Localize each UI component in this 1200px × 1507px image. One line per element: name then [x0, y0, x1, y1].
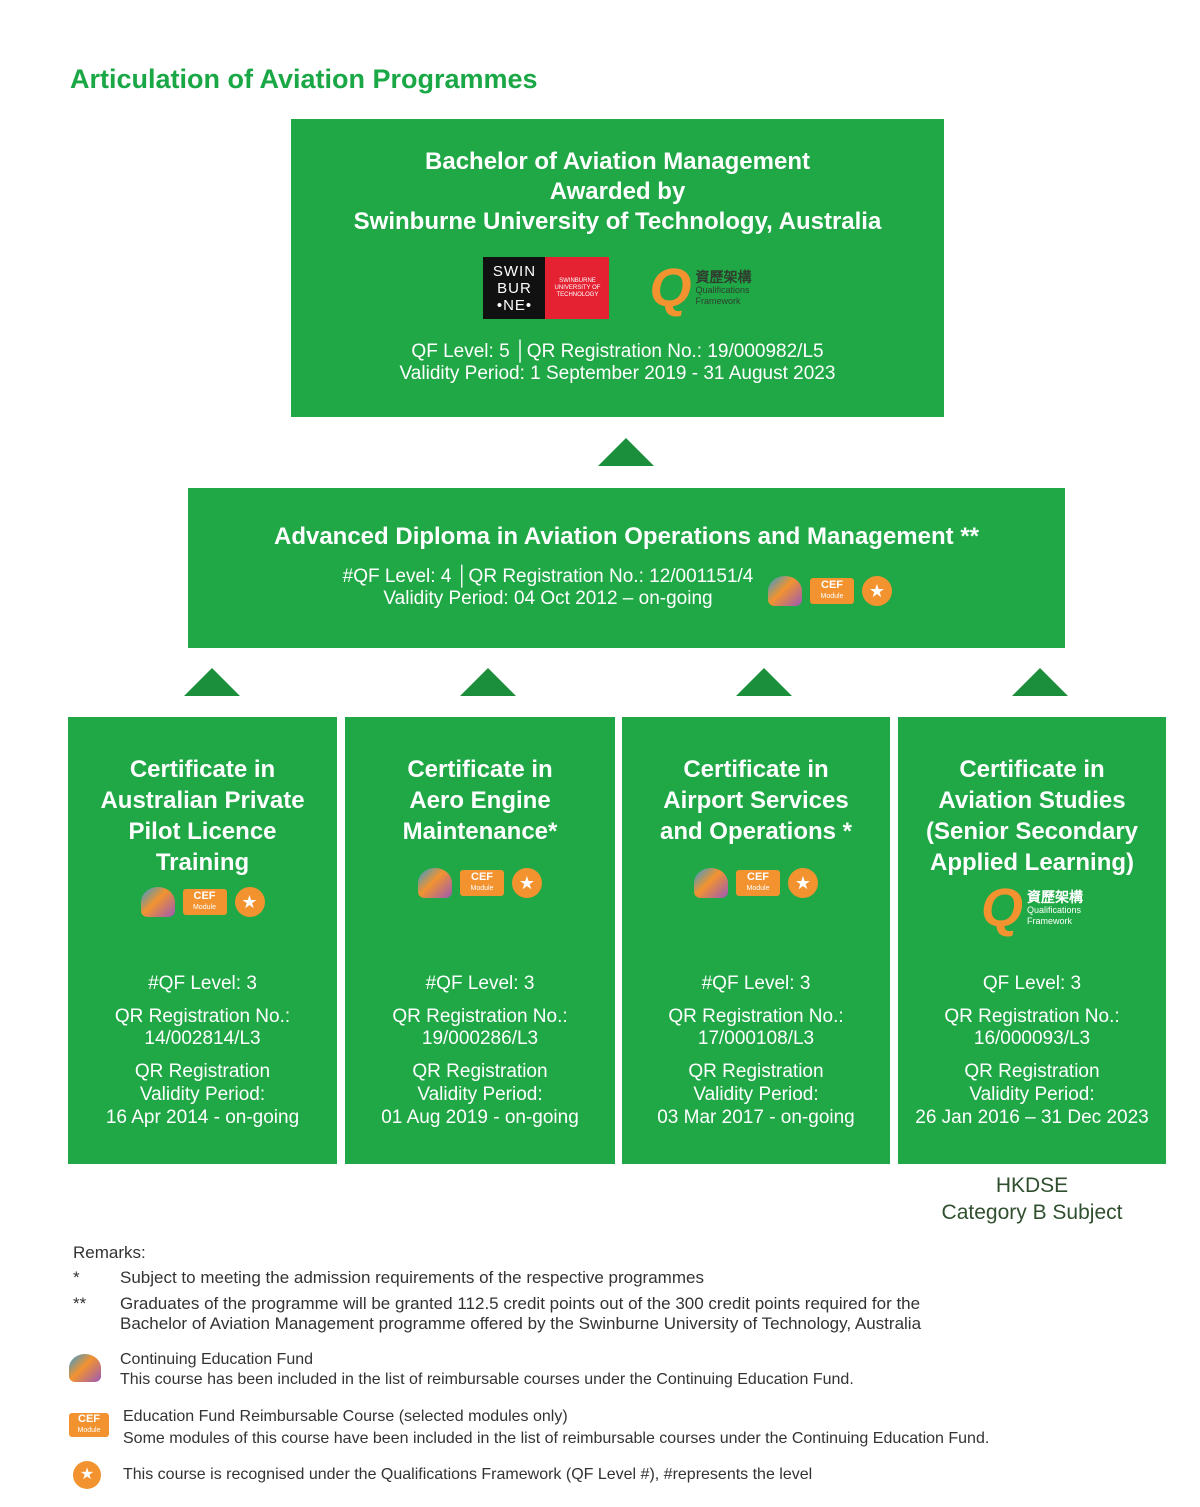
cert-reg-no: 16/000093/L3: [973, 1028, 1091, 1049]
certificate-box-airport: Certificate in Airport Services and Oper…: [622, 717, 890, 1164]
qf-star-icon: ★: [73, 1461, 101, 1489]
bachelor-box: Bachelor of Aviation Management Awarded …: [291, 119, 944, 417]
cert-qf-level: #QF Level: 3: [425, 973, 535, 994]
arrow-up-icon: [1012, 668, 1068, 696]
bachelor-logos: SWIN BUR •NE• SWINBURNE UNIVERSITY OF TE…: [291, 255, 944, 321]
bachelor-validity: Validity Period: 1 September 2019 - 31 A…: [399, 363, 836, 384]
diploma-title: Advanced Diploma in Aviation Operations …: [273, 523, 979, 550]
cert-reg-label: QR Registration No.:: [392, 1006, 568, 1027]
diploma-qf-line: #QF Level: 4 │QR Registration No.: 12/00…: [342, 566, 754, 587]
cert-qf-level: #QF Level: 3: [148, 973, 257, 994]
cert-validity: 26 Jan 2016 – 31 Dec 2023: [915, 1107, 1149, 1128]
certificate-box-aviation-studies: Certificate in Aviation Studies (Senior …: [898, 717, 1166, 1164]
bachelor-awarded-by: Awarded by: [549, 178, 686, 205]
cert-reg-label: QR Registration No.:: [944, 1006, 1120, 1027]
cert-reg-label: QR Registration No.:: [668, 1006, 844, 1027]
cert-validity: 03 Mar 2017 - on-going: [657, 1107, 855, 1128]
qf-star-icon: ★: [862, 576, 892, 606]
qf-logo: Q 資歷架構 Qualifications Framework: [649, 258, 752, 318]
certificate-box-pilot: Certificate in Australian Private Pilot …: [68, 717, 337, 1164]
cert-qf-level: #QF Level: 3: [701, 973, 811, 994]
qf-star-icon: ★: [788, 868, 818, 898]
cef-icon: [418, 868, 452, 898]
cef-icon: [140, 887, 175, 917]
arrow-up-icon: [736, 668, 792, 696]
qf-star-icon: ★: [512, 868, 542, 898]
cef-icon: [69, 1354, 101, 1382]
arrow-up-icon: [184, 668, 240, 696]
cert-reg-no: 17/000108/L3: [697, 1028, 815, 1049]
cert-qf-level: QF Level: 3: [982, 973, 1082, 994]
cert-validity: 01 Aug 2019 - on-going: [381, 1107, 579, 1128]
bachelor-title: Bachelor of Aviation Management: [425, 148, 810, 175]
cert-reg-no: 19/000286/L3: [421, 1028, 539, 1049]
cef-icon: [694, 868, 728, 898]
cert-reg-no: 14/002814/L3: [144, 1028, 261, 1049]
cert-reg-label: QR Registration No.:: [114, 1006, 291, 1027]
page-title: Articulation of Aviation Programmes: [70, 64, 538, 94]
diploma-validity: Validity Period: 04 Oct 2012 – on-going: [383, 588, 713, 609]
qf-q-icon: Q: [649, 258, 692, 318]
bachelor-qf-line: QF Level: 5 │QR Registration No.: 19/000…: [411, 341, 824, 362]
remarks-heading: Remarks:: [73, 1243, 146, 1262]
bachelor-university: Swinburne University of Technology, Aust…: [353, 208, 882, 235]
swinburne-logo: SWIN BUR •NE• SWINBURNE UNIVERSITY OF TE…: [483, 257, 610, 319]
hkdse-note: HKDSE Category B Subject: [941, 1174, 1123, 1224]
qf-star-icon: ★: [234, 887, 265, 917]
cert-validity: 16 Apr 2014 - on-going: [105, 1107, 300, 1128]
arrow-up-icon: [460, 668, 516, 696]
cef-icon: [768, 576, 802, 606]
qf-logo: Q 資歷架構 Qualifications Framework: [980, 878, 1083, 938]
qf-q-icon: Q: [980, 878, 1023, 938]
certificate-box-aero-engine: Certificate in Aero Engine Maintenance* …: [345, 717, 615, 1164]
diploma-box: Advanced Diploma in Aviation Operations …: [188, 488, 1065, 648]
arrow-up-icon: [598, 438, 654, 466]
